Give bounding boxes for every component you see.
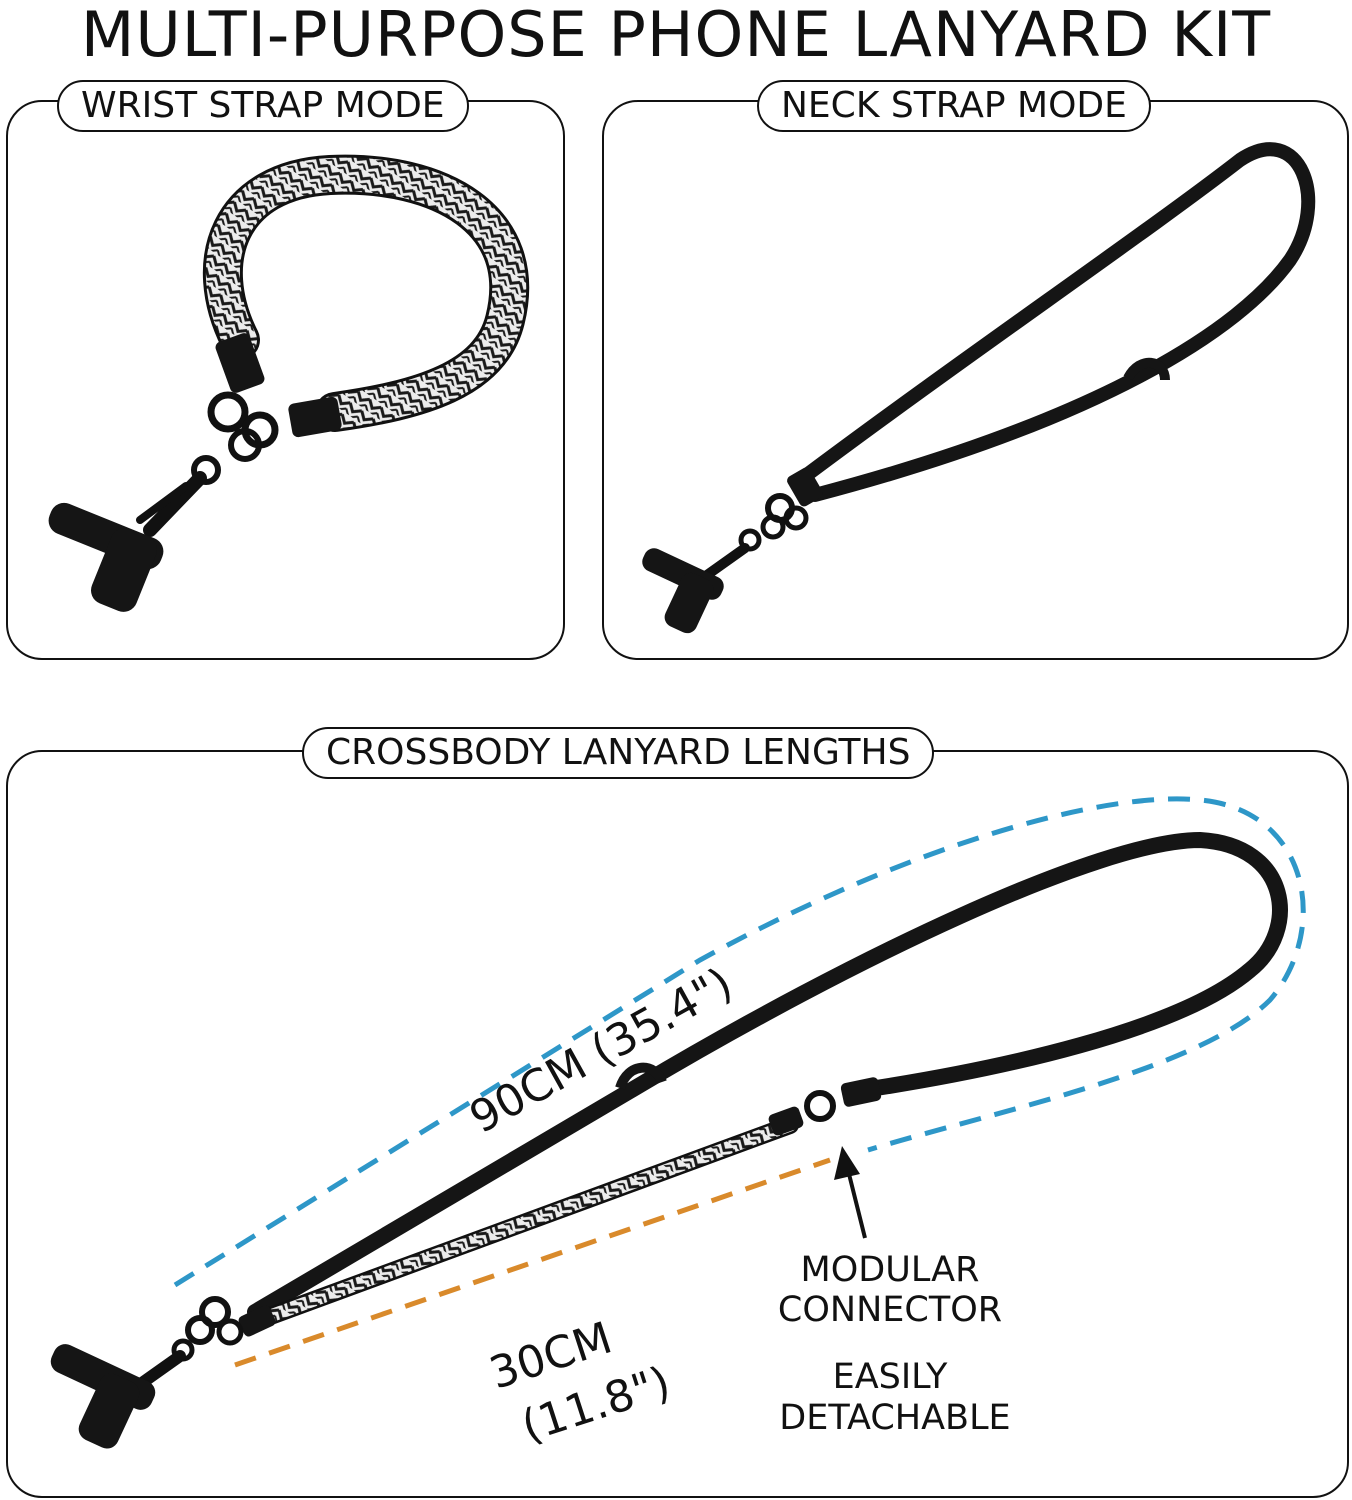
wrist-strap-label: WRIST STRAP MODE (57, 80, 469, 132)
connector-note-line1: MODULAR (800, 1250, 980, 1290)
crossbody-panel (6, 750, 1349, 1498)
connector-note-line2: CONNECTOR (777, 1290, 1003, 1330)
crossbody-image (50, 796, 1306, 1449)
detach-note-line2: DETACHABLE (779, 1398, 1011, 1438)
neck-strap-image (642, 142, 1316, 634)
neck-strap-label: NECK STRAP MODE (757, 80, 1151, 132)
page-title: MULTI-PURPOSE PHONE LANYARD KIT (80, 0, 1272, 71)
crossbody-label: CROSSBODY LANYARD LENGTHS (302, 727, 935, 779)
wrist-strap-image (48, 154, 530, 612)
detach-note-line1: EASILY (832, 1357, 948, 1397)
